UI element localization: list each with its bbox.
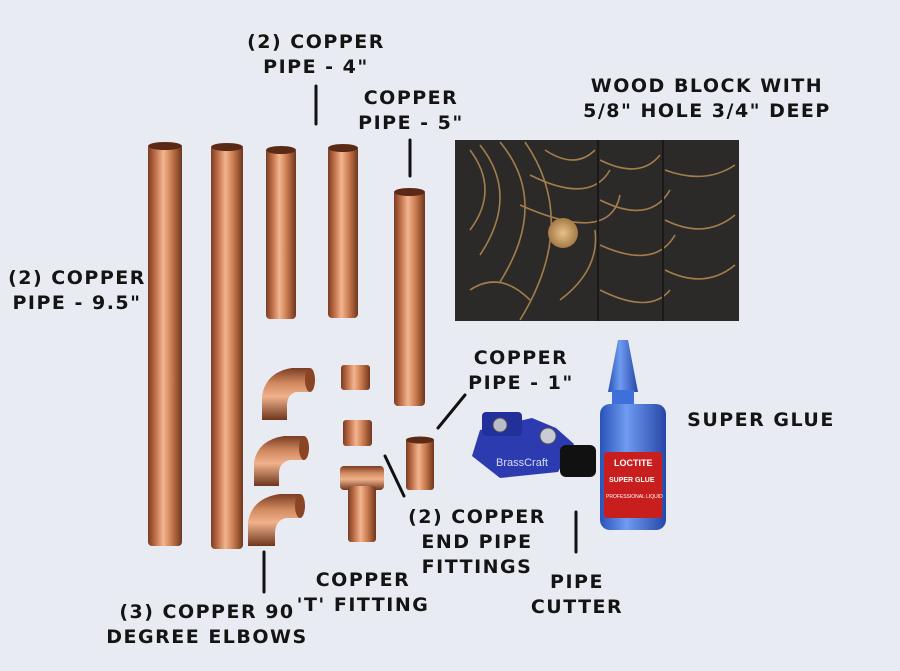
label-t-fitting: COPPER'T' FITTING (296, 569, 430, 616)
copper-pipe-9-5-left (148, 142, 182, 546)
copper-pipe-4-right (328, 144, 358, 318)
copper-end-fitting-2 (343, 420, 372, 446)
copper-pipe-1 (406, 436, 434, 490)
glue-name-text: SUPER GLUE (609, 477, 655, 484)
glue-brand-text: LOCTITE (614, 458, 653, 468)
copper-elbow-2 (254, 436, 309, 486)
label-super-glue: SUPER GLUE (687, 409, 835, 431)
copper-elbow-1 (262, 368, 315, 420)
glue-type-text: PROFESSIONAL LIQUID (606, 494, 663, 500)
cutter-brand-text: BrassCraft (496, 457, 548, 469)
copper-pipe-4-left (266, 146, 296, 319)
wood-block (455, 140, 739, 321)
copper-end-fitting-1 (341, 365, 370, 390)
copper-pipe-5 (394, 188, 425, 406)
pipe-cutter: BrassCraft (472, 412, 596, 478)
super-glue-bottle: LOCTITE SUPER GLUE PROFESSIONAL LIQUID (600, 340, 666, 530)
drilled-hole (548, 218, 578, 248)
copper-t-fitting (340, 466, 384, 542)
copper-pipe-9-5-right (211, 143, 243, 549)
leader-lines (262, 84, 578, 594)
copper-elbow-3 (248, 494, 305, 546)
